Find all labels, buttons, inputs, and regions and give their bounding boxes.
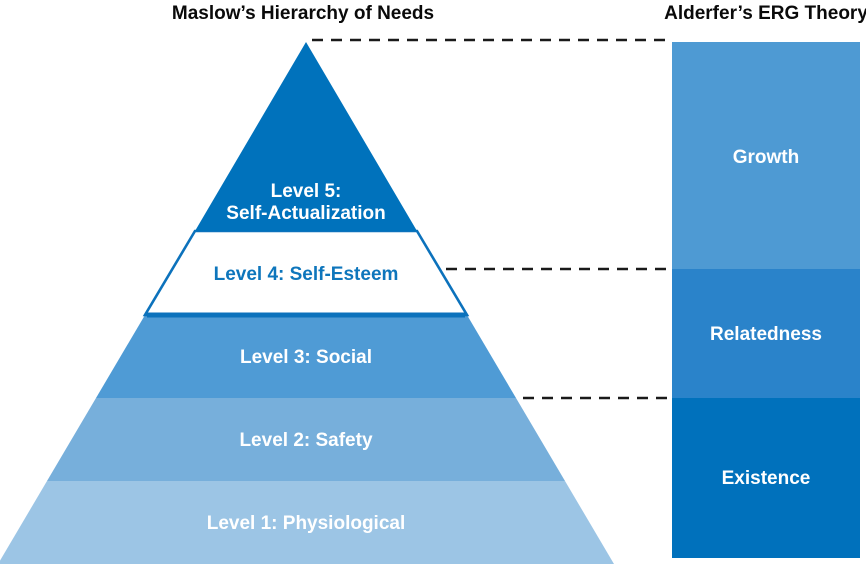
pyramid-level-5-label-line1: Level 5:	[271, 181, 342, 202]
erg-relatedness-label: Relatedness	[710, 324, 822, 345]
pyramid-level-1-shape	[0, 481, 614, 564]
pyramid-level-3-shape	[96, 315, 516, 398]
pyramid-level-1-label: Level 1: Physiological	[207, 513, 406, 534]
pyramid-level-5-shape	[195, 42, 417, 231]
maslow-title: Maslow’s Hierarchy of Needs	[172, 3, 434, 24]
erg-existence-label: Existence	[722, 468, 811, 489]
erg-growth-section	[672, 42, 860, 269]
erg-title: Alderfer’s ERG Theory	[664, 3, 866, 24]
erg-growth-label: Growth	[733, 147, 800, 168]
erg-relatedness-section	[672, 269, 860, 398]
pyramid-level-4-label: Level 4: Self-Esteem	[214, 264, 399, 285]
pyramid-level-3-label: Level 3: Social	[240, 347, 372, 368]
pyramid-level-2-shape	[47, 398, 565, 481]
erg-existence-section	[672, 398, 860, 558]
pyramid-level-2-label: Level 2: Safety	[239, 430, 372, 451]
pyramid-level-5-label-line2: Self-Actualization	[226, 203, 385, 224]
